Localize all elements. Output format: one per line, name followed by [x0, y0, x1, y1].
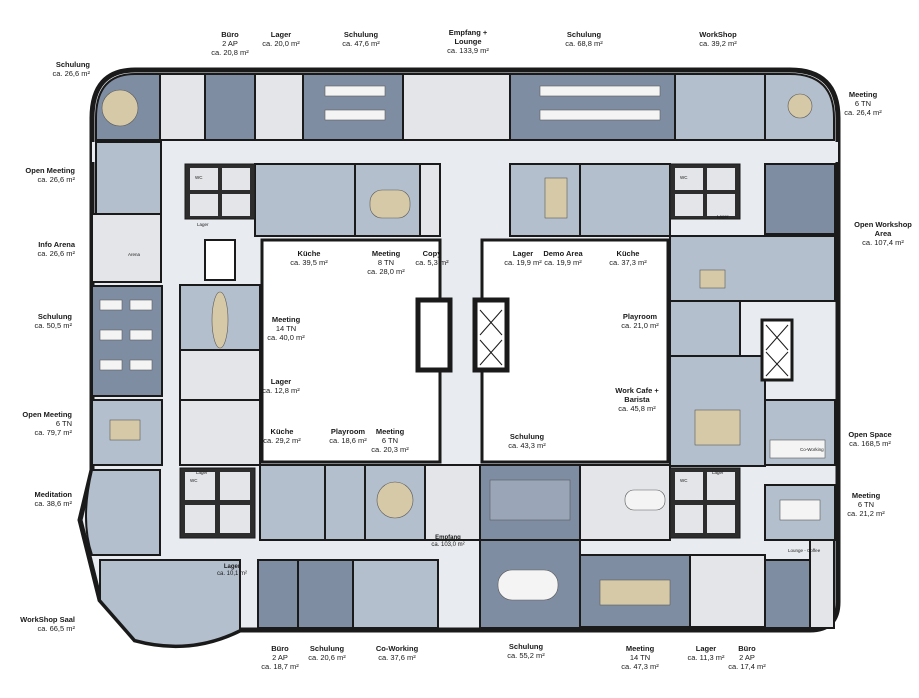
room-schulung-s1 — [297, 559, 354, 629]
room-empfang-lounge — [402, 73, 511, 141]
room-kueche-2 — [579, 163, 671, 237]
wc-label-nw: WC — [195, 175, 203, 180]
room-buero-n — [204, 73, 256, 141]
room-empfang-s — [424, 464, 481, 541]
arena-label: Arena — [128, 252, 141, 257]
courtyards — [260, 238, 670, 464]
room-kueche-w — [179, 399, 261, 466]
lager-small-ne: Lager — [717, 214, 729, 219]
lager-small-se: Lager — [712, 470, 724, 475]
room-schulung-n1 — [302, 73, 404, 141]
room-buero-se — [764, 559, 811, 629]
room-co-working — [352, 559, 439, 629]
room-kueche-3 — [259, 464, 326, 541]
room-workshop-saal — [99, 559, 241, 647]
room-schulung-n2 — [509, 73, 676, 141]
wc-label-se: WC — [680, 478, 688, 483]
room-playroom-c — [324, 464, 366, 541]
room-lager-n — [254, 73, 304, 141]
rooms-grey — [91, 73, 835, 629]
room-lager-w — [179, 349, 261, 401]
room-lager-s — [689, 554, 766, 628]
room-open-workshop — [669, 235, 836, 302]
furniture — [101, 89, 813, 606]
room-lounge-nw — [159, 73, 206, 141]
lounge-coffee-label: Lounge - Coffee — [788, 548, 821, 553]
room-info-arena — [91, 213, 162, 283]
room-meditation — [85, 469, 161, 556]
room-lounge-coffee — [809, 539, 835, 629]
room-buero-s — [257, 559, 299, 629]
room-open-meeting-w — [95, 141, 162, 215]
room-kueche-1 — [254, 163, 356, 237]
lager-small-sw: Lager — [196, 470, 208, 475]
wc-label-ne: WC — [680, 175, 688, 180]
room-playroom-e — [669, 300, 741, 357]
wc-label-sw: WC — [190, 478, 198, 483]
room-copy — [419, 163, 441, 237]
room-workshop-n — [674, 73, 766, 141]
lager-small-nw: Lager — [197, 222, 209, 227]
room-open-workshop-area — [764, 163, 836, 235]
co-working-small-label: Co-Working — [800, 447, 824, 452]
